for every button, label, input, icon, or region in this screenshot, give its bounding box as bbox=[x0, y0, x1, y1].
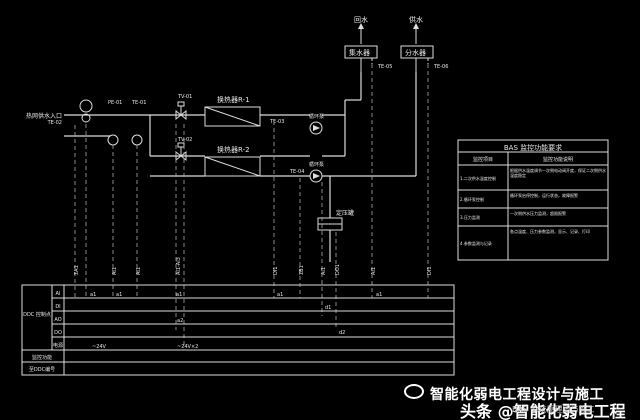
ddc-table bbox=[21, 284, 455, 376]
ddc-row-ao: AO bbox=[54, 317, 61, 323]
ddc-row-di: DI bbox=[55, 304, 60, 310]
bas-row-item: 1.二次供水温度控制 bbox=[460, 175, 496, 181]
tv02-tag: TV-02 bbox=[177, 137, 192, 143]
ddc-cell: d1 bbox=[325, 305, 331, 311]
point-label: AI1 bbox=[321, 267, 327, 275]
bas-row-item: 2.循环泵控制 bbox=[460, 196, 484, 202]
inlet-label: 热网供水入口 bbox=[26, 112, 62, 120]
bas-row-item: 3.压力监测 bbox=[460, 214, 480, 220]
ddc-row-do: DO bbox=[54, 330, 62, 336]
te03-tag: TE-03 bbox=[269, 119, 284, 125]
point-label: DI1 bbox=[427, 266, 433, 275]
valve-tv01-icon bbox=[175, 101, 187, 121]
bas-header-item: 监控项目 bbox=[473, 156, 493, 163]
return-label: 回水 bbox=[354, 15, 368, 24]
ddc-cell: a1 bbox=[90, 292, 96, 298]
valve-tv02-icon bbox=[175, 142, 187, 162]
distributor-box bbox=[400, 45, 434, 59]
top-supply-arrow: 供水 bbox=[409, 15, 423, 44]
pump-1-icon bbox=[309, 121, 323, 135]
ddc-cell: a1 bbox=[376, 292, 382, 298]
point-label: ΣB1 bbox=[299, 265, 305, 275]
supply-label: 供水 bbox=[409, 15, 423, 24]
bas-requirements-table: BAS 监控功能要求 监控项目 监控功能说明 1.二次供水温度控制 根据供水温度… bbox=[457, 139, 609, 261]
ddc-number-row: 至DDC编号 bbox=[29, 366, 55, 373]
ddc-cell: ~24V×2 bbox=[177, 344, 198, 350]
collector-label: 集水器 bbox=[349, 48, 370, 57]
ddc-cell: a2 bbox=[177, 318, 183, 324]
heat-exchanger-1 bbox=[204, 106, 261, 127]
heat-exchanger-2 bbox=[204, 156, 261, 177]
point-label: AI1 bbox=[136, 267, 142, 275]
top-return-arrow: 回水 bbox=[354, 15, 368, 44]
ddc-cell: a1 bbox=[277, 292, 283, 298]
point-label: AI1 bbox=[371, 267, 377, 275]
ddc-side-label: DDC 控制点 bbox=[23, 311, 51, 318]
hx2-label: 换热器R-2 bbox=[217, 145, 250, 154]
ddc-cell: a1 bbox=[176, 292, 182, 298]
bas-header-desc: 监控功能说明 bbox=[543, 156, 573, 163]
pipe-network bbox=[64, 72, 417, 262]
watermark-title: 智能化弱电工程设计与施工 bbox=[430, 387, 604, 403]
point-label: ΣA1 bbox=[74, 265, 80, 275]
ddc-cell: d2 bbox=[339, 330, 345, 336]
thermometer-icon bbox=[131, 134, 143, 146]
watermark-logo-icon bbox=[404, 384, 424, 399]
tv01-tag: TV-01 bbox=[177, 94, 192, 100]
watermark-source: 头条 @智能化弱电工程 bbox=[460, 402, 626, 420]
point-label: DO1 bbox=[335, 264, 341, 275]
watermark-caption: BAS 系统原理图与施工 bbox=[512, 405, 595, 414]
bas-row-desc: 循环泵启停控制，运行状态，故障报警 bbox=[510, 193, 578, 198]
te02-tag: TE-02 bbox=[47, 120, 62, 126]
pressure-sensor-icon bbox=[81, 113, 91, 123]
bas-row-item: 4.参数监测与记录 bbox=[460, 240, 492, 246]
ddc-row-power: 电源 bbox=[53, 342, 63, 349]
flow-sensor-icon bbox=[79, 99, 93, 113]
ddc-cell: a1 bbox=[116, 292, 122, 298]
pump1-label: 循环泵 bbox=[309, 113, 324, 120]
ddc-monitor-row: 监控功能 bbox=[32, 354, 52, 361]
pump2-label: 循环泵 bbox=[309, 161, 324, 168]
te04-tag: TE-04 bbox=[289, 169, 304, 175]
expansion-tank-label: 定压罐 bbox=[336, 209, 354, 217]
te05-tag: TE-05 bbox=[377, 64, 392, 70]
hx1-label: 换热器R-1 bbox=[217, 95, 250, 104]
signal-lines bbox=[74, 64, 429, 345]
pressure-gauge-icon bbox=[107, 134, 119, 146]
pe01-tag: PE-01 bbox=[108, 100, 122, 106]
bas-table-title: BAS 监控功能要求 bbox=[504, 143, 562, 152]
ddc-cell: ~24V bbox=[92, 344, 107, 350]
pump-2-icon bbox=[309, 169, 323, 183]
point-label: DI1 bbox=[273, 266, 279, 275]
point-labels: ΣA1 AI1 AI1 AI1-AI3 DI1 ΣB1 AI1 DO1 AI1 … bbox=[74, 257, 433, 275]
te06-tag: TE-06 bbox=[433, 64, 448, 70]
point-label: AI1-AI3 bbox=[176, 257, 182, 275]
distributor-label: 分水器 bbox=[405, 48, 426, 57]
bas-row-desc: 一次侧供水压力监测，超限报警 bbox=[510, 211, 566, 216]
point-label: AI1 bbox=[112, 267, 118, 275]
bas-row-desc: 根据供水温度调节一次侧电动阀开度，保证二次侧供水温度稳定 bbox=[510, 168, 606, 178]
ddc-row-ai: AI bbox=[56, 291, 61, 297]
bas-row-desc: 各点温度、压力参数监测，显示、记录、打印 bbox=[510, 229, 590, 234]
te01-tag: TE-01 bbox=[131, 100, 146, 106]
